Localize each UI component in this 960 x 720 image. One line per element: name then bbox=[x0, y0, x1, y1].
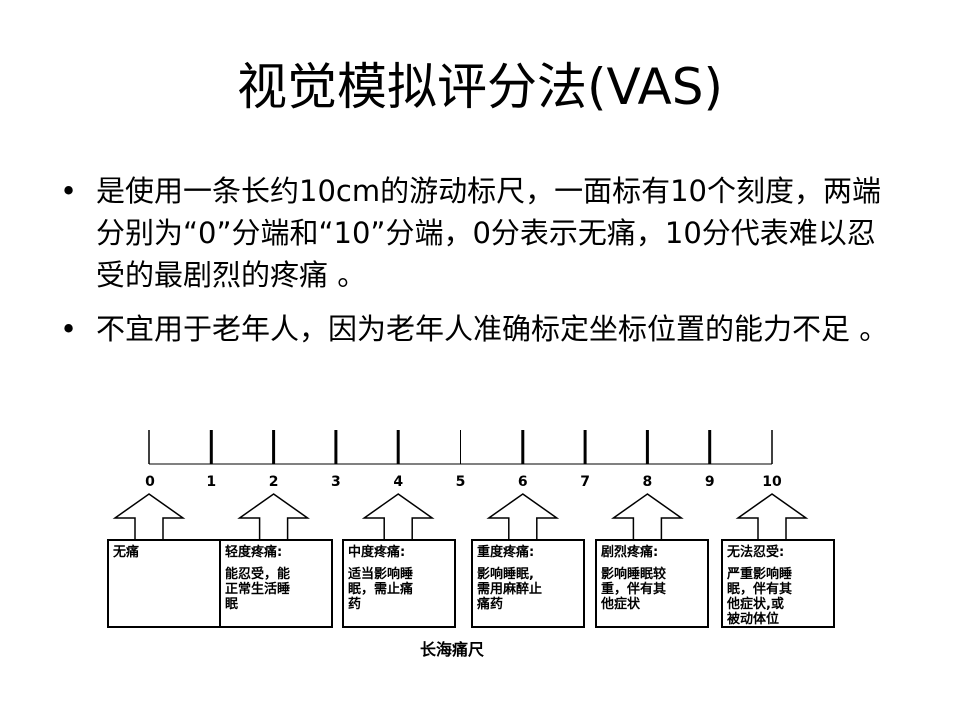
bullet-item: • 是使用一条长约10cm的游动标尺，一面标有10个刻度，两端分别为“0”分端和… bbox=[60, 170, 900, 296]
tick-label: 7 bbox=[580, 474, 590, 490]
scale-box-title: 重度疼痛: bbox=[477, 544, 534, 560]
scale-box-title: 中度疼痛: bbox=[348, 544, 405, 560]
scale-caption: 长海痛尺 bbox=[420, 640, 484, 659]
tick-label: 3 bbox=[331, 474, 341, 490]
bullet-dot-icon: • bbox=[60, 174, 78, 208]
scale-box bbox=[342, 539, 456, 628]
scale-box bbox=[595, 539, 709, 628]
scale-box-text: 影响睡眠较 bbox=[601, 566, 666, 582]
scale-arrow-icon bbox=[735, 493, 809, 541]
scale-box bbox=[721, 539, 835, 628]
scale-box-text: 痛药 bbox=[476, 596, 503, 612]
scale-box-title: 无痛 bbox=[112, 544, 139, 560]
tick-label: 2 bbox=[269, 474, 279, 490]
tick-label: 9 bbox=[705, 474, 715, 490]
tick-label: 1 bbox=[206, 474, 216, 490]
scale-box-text: 眠，伴有其 bbox=[727, 581, 792, 597]
bullet-item: • 不宜用于老年人，因为老年人准确标定坐标位置的能力不足 。 bbox=[60, 308, 900, 350]
scale-box-text: 严重影响睡 bbox=[726, 566, 792, 582]
scale-arrow-icon bbox=[611, 493, 684, 541]
scale-box-title: 轻度疼痛: bbox=[225, 544, 282, 560]
scale-box-text: 适当影响睡 bbox=[348, 566, 413, 582]
scale-arrow-icon bbox=[486, 493, 560, 541]
scale-box-text: 药 bbox=[348, 596, 361, 612]
scale-arrow-icon bbox=[361, 493, 435, 541]
bullet-text: 不宜用于老年人，因为老年人准确标定坐标位置的能力不足 。 bbox=[96, 312, 889, 346]
scale-box bbox=[219, 539, 333, 628]
scale-box-title: 无法忍受: bbox=[726, 544, 784, 560]
bullet-text: 是使用一条长约10cm的游动标尺，一面标有10个刻度，两端分别为“0”分端和“1… bbox=[96, 174, 881, 292]
scale-box-text: 需用麻醉止 bbox=[477, 581, 542, 597]
scale-box-text: 正常生活睡 bbox=[225, 581, 290, 597]
scale-box bbox=[471, 539, 585, 628]
slide-title: 视觉模拟评分法(VAS) bbox=[237, 58, 723, 116]
scale-box-text: 被动体位 bbox=[726, 611, 779, 627]
bullet-list: • 是使用一条长约10cm的游动标尺，一面标有10个刻度，两端分别为“0”分端和… bbox=[60, 170, 900, 362]
scale-arrow-icon bbox=[237, 493, 310, 541]
tick-label: 0 bbox=[145, 474, 155, 490]
scale-box-text: 重，伴有其 bbox=[601, 581, 666, 597]
bullet-dot-icon: • bbox=[60, 312, 78, 346]
tick-label: 6 bbox=[518, 474, 528, 490]
tick-label: 4 bbox=[393, 474, 403, 490]
tick-label: 8 bbox=[643, 474, 653, 490]
scale-box-title: 剧烈疼痛: bbox=[601, 544, 658, 560]
scale-box-text: 能忍受，能 bbox=[225, 566, 290, 582]
scale-arrow-icon bbox=[112, 493, 186, 541]
scale-box-text: 眠，需止痛 bbox=[348, 581, 413, 597]
tick-label: 10 bbox=[762, 474, 782, 490]
scale-box-text: 他症状,或 bbox=[726, 596, 784, 612]
scale-box-text: 眠 bbox=[225, 597, 238, 612]
scale-box-text: 他症状 bbox=[600, 596, 641, 612]
tick-label: 5 bbox=[456, 474, 466, 490]
scale-box-text: 影响睡眠, bbox=[477, 566, 534, 582]
